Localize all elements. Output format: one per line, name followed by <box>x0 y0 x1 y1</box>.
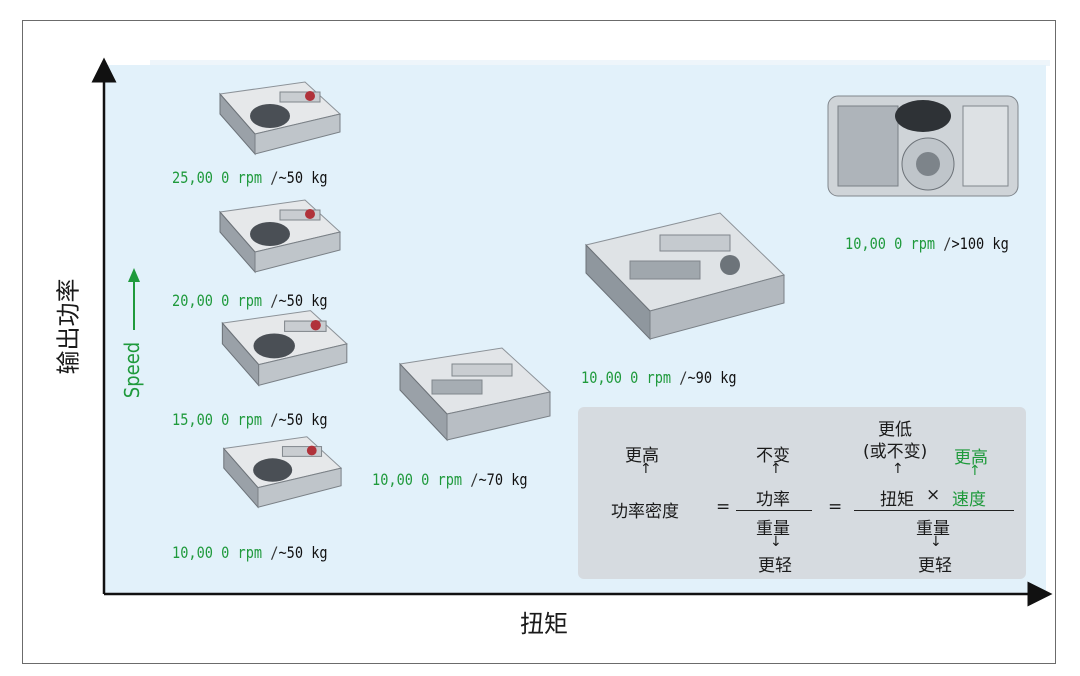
rpm-value: 15,00 0 rpm <box>172 410 263 429</box>
motor-illustration-3 <box>221 310 348 387</box>
torque-change-line1: 更低 <box>878 420 912 440</box>
weight-value: ~90 kg <box>687 368 737 387</box>
motor-caption-5: 10,00 0 rpm /~70 kg <box>372 470 528 489</box>
denominator1: 重量 <box>756 519 790 539</box>
motor-illustration-2 <box>219 199 342 274</box>
speed-change: 更高 <box>954 448 988 468</box>
power-density-formula: 更高 ↑ 功率密度 = 不变 ↑ 功率 重量 ↓ 更轻 = 更低 (或不变) ↑… <box>578 407 1026 579</box>
motor-caption-3: 15,00 0 rpm /~50 kg <box>172 410 328 429</box>
denominator2: 重量 <box>916 519 950 539</box>
motor-caption-2: 20,00 0 rpm /~50 kg <box>172 291 328 310</box>
separator: / <box>262 168 279 187</box>
weight-value: >100 kg <box>951 234 1009 253</box>
equals-1: = <box>716 497 731 517</box>
arrow-up-icon: ↑ <box>892 461 904 477</box>
speed-label: Speed <box>120 341 144 399</box>
separator: / <box>262 410 279 429</box>
speed-term: 速度 <box>952 490 986 510</box>
speed-arrow-icon <box>128 268 140 330</box>
denominator2-change: 更轻 <box>918 556 952 576</box>
rpm-value: 10,00 0 rpm <box>845 234 936 253</box>
rpm-value: 10,00 0 rpm <box>172 543 263 562</box>
motor-caption-6: 10,00 0 rpm /~90 kg <box>581 368 737 387</box>
density-label: 功率密度 <box>611 502 679 522</box>
arrow-down-icon: ↓ <box>770 534 782 550</box>
figure-frame <box>22 20 1056 664</box>
separator: / <box>462 470 479 489</box>
panel-shadow <box>150 60 1050 66</box>
weight-value: ~50 kg <box>278 168 328 187</box>
motor-illustration-5 <box>398 347 552 442</box>
x-axis-label: 扭矩 <box>520 610 568 638</box>
motor-illustration-4 <box>222 436 343 509</box>
weight-value: ~50 kg <box>278 410 328 429</box>
separator: / <box>671 368 688 387</box>
motor-caption-7: 10,00 0 rpm />100 kg <box>845 234 1009 253</box>
fraction-line-2 <box>854 510 1014 511</box>
separator: / <box>262 291 279 310</box>
y-axis-label: 输出功率 <box>54 278 83 374</box>
rpm-value: 20,00 0 rpm <box>172 291 263 310</box>
numerator1: 功率 <box>756 490 790 510</box>
motor-illustration-7 <box>827 95 1019 197</box>
separator: / <box>262 543 279 562</box>
rpm-value: 10,00 0 rpm <box>372 470 463 489</box>
rpm-value: 25,00 0 rpm <box>172 168 263 187</box>
motor-illustration-1 <box>219 81 342 156</box>
motor-illustration-6 <box>585 212 785 341</box>
times-sign: × <box>926 485 941 505</box>
weight-value: ~50 kg <box>278 543 328 562</box>
rpm-value: 10,00 0 rpm <box>581 368 672 387</box>
fraction-line-1 <box>736 510 812 511</box>
arrow-up-icon: ↑ <box>969 463 981 479</box>
motor-caption-1: 25,00 0 rpm /~50 kg <box>172 168 328 187</box>
equals-2: = <box>828 497 843 517</box>
arrow-down-icon: ↓ <box>930 534 942 550</box>
torque-change-line2: (或不变) <box>863 442 928 462</box>
arrow-up-icon: ↑ <box>770 461 782 477</box>
numerator1-change: 不变 <box>756 446 790 466</box>
separator: / <box>935 234 952 253</box>
denominator1-change: 更轻 <box>758 556 792 576</box>
arrow-up-icon: ↑ <box>640 461 652 477</box>
motor-caption-4: 10,00 0 rpm /~50 kg <box>172 543 328 562</box>
weight-value: ~50 kg <box>278 291 328 310</box>
torque: 扭矩 <box>880 490 914 510</box>
density-change: 更高 <box>625 446 659 466</box>
weight-value: ~70 kg <box>478 470 528 489</box>
